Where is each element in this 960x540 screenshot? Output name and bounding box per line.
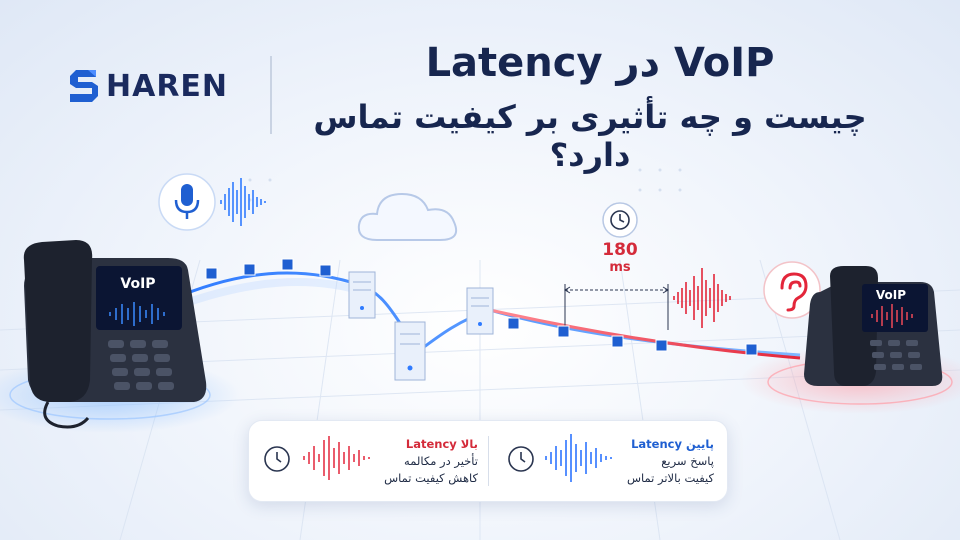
page-title: VoIP در Latency xyxy=(425,40,775,86)
high-latency-title: بالا Latency xyxy=(405,437,478,451)
sharen-logo-icon xyxy=(70,70,98,102)
data-packet-icon xyxy=(205,267,218,280)
server-icon xyxy=(466,287,494,335)
high-latency-block: بالا Latency تأخیر در مکالمه کاهش کیفیت … xyxy=(370,436,478,487)
voice-wave-blue xyxy=(220,178,266,226)
data-packet-icon xyxy=(655,339,668,352)
server-icon xyxy=(394,321,426,381)
clock-icon xyxy=(264,446,290,472)
header-divider xyxy=(270,56,272,134)
logo: HAREN xyxy=(66,62,246,110)
wave-blue-icon xyxy=(545,434,612,482)
page-subtitle: چیست و چه تأثیری بر کیفیت تماس دارد؟ xyxy=(313,98,867,174)
left-ip-phone xyxy=(23,240,207,429)
left-phone-screen xyxy=(96,266,182,330)
low-latency-line2: کیفیت بالاتر تماس xyxy=(626,471,714,485)
low-latency-title: پایین Latency xyxy=(631,437,714,451)
voice-wave-red xyxy=(673,268,731,328)
ear-icon xyxy=(780,272,808,312)
low-latency-block: پایین Latency پاسخ سریع کیفیت بالاتر تما… xyxy=(608,436,714,487)
latency-value: 180 xyxy=(602,240,638,260)
logo-text: HAREN xyxy=(106,68,229,104)
right-phone-screen xyxy=(862,284,928,332)
high-latency-line2: کاهش کیفیت تماس xyxy=(384,471,478,485)
data-packet-icon xyxy=(745,343,758,356)
data-packet-icon xyxy=(319,264,332,277)
measure-arrow xyxy=(564,284,669,330)
ear-group xyxy=(673,261,821,328)
microphone-group xyxy=(158,173,266,231)
right-ip-phone xyxy=(804,266,943,386)
panel-divider xyxy=(488,436,489,486)
low-latency-line1: پاسخ سریع xyxy=(661,454,714,468)
high-latency-line1: تأخیر در مکالمه xyxy=(404,454,478,468)
server-icon xyxy=(348,271,376,319)
cloud-icon xyxy=(357,192,458,241)
data-packet-icon xyxy=(611,335,624,348)
clock-icon xyxy=(508,446,534,472)
data-packet-icon xyxy=(281,258,294,271)
latency-unit: ms xyxy=(609,260,631,275)
data-packet-icon xyxy=(557,325,570,338)
data-packet-icon xyxy=(243,263,256,276)
wave-red-icon xyxy=(303,436,370,480)
server-cluster xyxy=(348,271,494,381)
clock-icon xyxy=(602,202,638,238)
data-packet-icon xyxy=(507,317,520,330)
latency-badge: 180 ms xyxy=(590,200,650,284)
right-phone-screen-label: VoIP xyxy=(875,288,907,302)
microphone-icon xyxy=(174,184,200,219)
left-phone-screen-label: VoIP xyxy=(120,276,156,292)
